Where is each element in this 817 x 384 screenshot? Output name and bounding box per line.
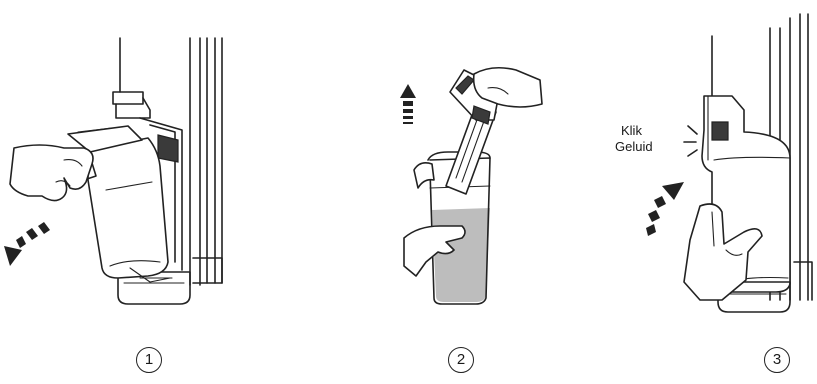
sound-label-klik: Klik xyxy=(621,123,642,139)
panel-3-reinsert-filter xyxy=(646,14,812,312)
step-number-2: 2 xyxy=(448,347,474,373)
panel-1-remove-filter xyxy=(4,38,222,304)
lift-arrow-2 xyxy=(400,84,416,124)
tilt-arrow-1 xyxy=(4,222,50,266)
hand-1 xyxy=(10,145,93,201)
push-arrow-3 xyxy=(646,182,684,236)
click-burst-icon xyxy=(684,126,697,156)
step-number-3: 3 xyxy=(764,347,790,373)
sound-label-geluid: Geluid xyxy=(615,139,653,155)
step-number-1: 1 xyxy=(136,347,162,373)
panel-2-pull-cartridge xyxy=(400,68,542,304)
